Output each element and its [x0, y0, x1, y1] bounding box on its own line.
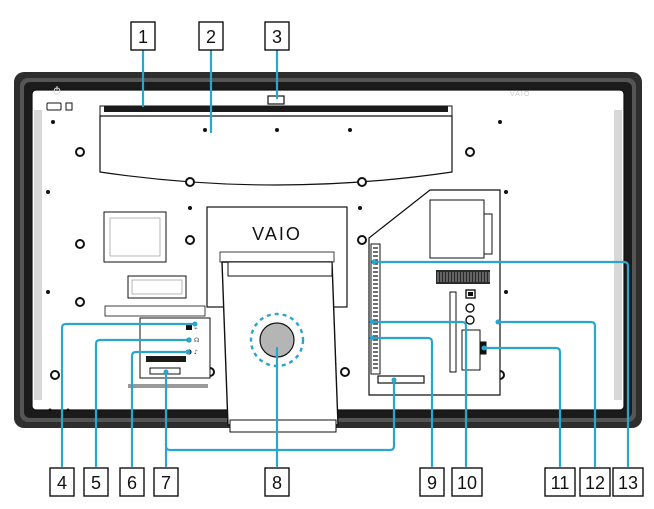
left-port-panel: ⌁ ☊ ♪ — [128, 317, 211, 388]
callout-7-label: 7 — [161, 473, 171, 493]
callout-8: 8 — [264, 467, 290, 497]
screws — [46, 120, 508, 294]
top-small-button[interactable] — [65, 102, 73, 111]
callout-13-label: 13 — [618, 473, 638, 493]
top-vent — [99, 95, 453, 117]
callout-11-box — [544, 467, 576, 497]
callout-10-box — [451, 467, 483, 497]
right-port-panel — [368, 189, 501, 396]
power-button[interactable] — [46, 102, 62, 111]
svg-text:♪: ♪ — [194, 349, 198, 356]
callout-1: 1 — [130, 21, 156, 51]
callout-5: 5 — [83, 467, 109, 497]
lan-port[interactable] — [465, 289, 476, 299]
port-jack-1[interactable] — [465, 303, 475, 313]
callout-8-box — [264, 467, 290, 497]
callout-6-box — [119, 467, 145, 497]
callout-2: 2 — [198, 21, 224, 51]
side-vent — [370, 243, 381, 375]
leader-endpoints — [163, 259, 501, 383]
top-buttons — [46, 86, 73, 111]
grille — [436, 270, 490, 284]
callout-1-box — [130, 21, 156, 51]
callout-9: 9 — [419, 467, 445, 497]
callout-2-box — [198, 21, 224, 51]
svg-text:⌁: ⌁ — [194, 325, 198, 332]
bottom-left-marks — [48, 408, 70, 412]
label-plates — [103, 211, 206, 317]
callout-4: 4 — [49, 467, 75, 497]
callout-5-label: 5 — [91, 473, 101, 493]
callout-12-box — [579, 467, 611, 497]
callout-13: 13 — [612, 467, 644, 497]
bolts — [50, 147, 505, 380]
memory-card-slot[interactable] — [146, 356, 186, 362]
usb-port[interactable] — [186, 324, 192, 330]
corner-logo: VAIO — [510, 91, 530, 98]
callout-12-label: 12 — [585, 473, 605, 493]
callout-6: 6 — [119, 467, 145, 497]
right-dc-in[interactable] — [377, 375, 425, 384]
callout-8-label: 8 — [272, 473, 282, 493]
callout-1-label: 1 — [138, 27, 148, 47]
network-icon — [465, 289, 476, 299]
svg-text:☊: ☊ — [194, 337, 199, 344]
callout-9-label: 9 — [427, 473, 437, 493]
callout-4-label: 4 — [57, 473, 67, 493]
callout-10-label: 10 — [457, 473, 477, 493]
power-icon — [53, 86, 61, 95]
callout-7-box — [153, 467, 179, 497]
upper-cover — [99, 115, 453, 186]
leader-lines — [60, 49, 630, 468]
callout-7: 7 — [153, 467, 179, 497]
callout-13-box — [612, 467, 644, 497]
callout-9-box — [419, 467, 445, 497]
callout-10: 10 — [451, 467, 483, 497]
callout-3-label: 3 — [272, 27, 282, 47]
callout-5-box — [83, 467, 109, 497]
port-jack-2[interactable] — [465, 315, 475, 325]
top-vent-slot — [104, 106, 448, 112]
callout-11: 11 — [544, 467, 576, 497]
callout-11-label: 11 — [551, 473, 570, 493]
callout-12: 12 — [579, 467, 611, 497]
callout-4-box — [49, 467, 75, 497]
callout-3-box — [264, 21, 290, 51]
brand-logo: VAIO — [252, 224, 302, 244]
callout-6-label: 6 — [127, 473, 137, 493]
callout-2-label: 2 — [206, 27, 216, 47]
callout-3: 3 — [264, 21, 290, 51]
